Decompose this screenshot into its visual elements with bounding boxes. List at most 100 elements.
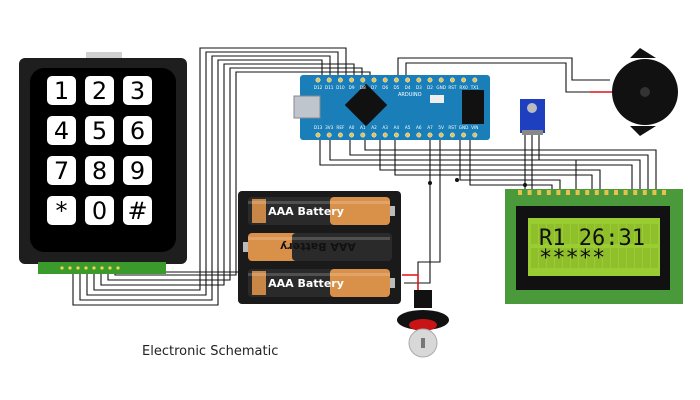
buzzer-mount-bottom: [630, 126, 656, 136]
lcd-cell: [627, 248, 634, 268]
arduino-pin: [393, 132, 399, 138]
arduino-pin: [449, 132, 455, 138]
battery-label: AAA Battery: [280, 240, 356, 253]
arduino-pin-label: 3V3: [325, 125, 334, 130]
arduino-pin: [449, 77, 455, 83]
arduino-pin-label: 5V: [438, 125, 444, 130]
lcd-line-1: R1 26:31: [539, 226, 645, 251]
arduino-pin: [438, 77, 444, 83]
lcd-cell: [571, 224, 578, 244]
lcd-cell: [611, 248, 618, 268]
lcd-cell: [611, 224, 618, 244]
buzzer: [612, 48, 678, 136]
arduino-pin: [461, 132, 467, 138]
switch-body: [414, 290, 432, 308]
arduino-pin-label: A0: [349, 125, 355, 130]
usb-port: [293, 95, 321, 119]
keypad-key[interactable]: [85, 116, 114, 145]
keypad-key-label: 3: [130, 77, 145, 105]
keypad-key[interactable]: [85, 196, 114, 225]
lcd-pin: [546, 190, 551, 195]
lcd-pin: [623, 190, 628, 195]
arduino-pin-label: A5: [405, 125, 411, 130]
lcd-cell: [619, 224, 626, 244]
arduino-pin: [360, 132, 366, 138]
lcd-pin: [614, 190, 618, 195]
lcd-cell: [651, 224, 658, 244]
pot-knob: [527, 103, 537, 113]
keypad-key[interactable]: [47, 76, 76, 105]
lcd-cell: [603, 224, 610, 244]
keypad-pin: [60, 266, 64, 270]
arduino-board: [300, 75, 490, 140]
arduino-pin: [360, 77, 366, 83]
lcd-cell: [651, 248, 658, 268]
keypad-key[interactable]: [123, 76, 152, 105]
arduino-pin: [427, 132, 433, 138]
arduino-pin: [382, 77, 388, 83]
arduino-pin: [326, 132, 332, 138]
arduino-pin-label: A6: [416, 125, 422, 130]
keypad-key-label: 5: [92, 117, 107, 145]
keypad-key-label: 1: [54, 77, 69, 105]
arduino-pin: [337, 132, 343, 138]
lcd-pin: [556, 190, 561, 195]
keypad-pin: [92, 266, 96, 270]
lcd-cell: [531, 248, 538, 268]
lcd-pin: [633, 190, 638, 195]
arduino-pin: [349, 77, 355, 83]
arduino-pin-label: RST: [448, 85, 457, 90]
lcd-cell: [643, 224, 650, 244]
battery-lead-red: [402, 274, 419, 292]
arduino-pin-label: RST: [448, 125, 457, 130]
lcd-cell: [603, 248, 610, 268]
keypad-key[interactable]: [47, 156, 76, 185]
pot-pins: [522, 130, 543, 135]
lcd-cell: [539, 248, 546, 268]
arduino-pin-label: A7: [427, 125, 433, 130]
lcd-cell: [547, 248, 554, 268]
battery-label: AAA Battery: [268, 277, 344, 290]
lcd-pin: [652, 190, 657, 195]
lcd-cell: [635, 248, 642, 268]
lcd-pin: [575, 190, 580, 195]
keypad-pin: [100, 266, 104, 270]
lcd-cell: [627, 224, 634, 244]
arduino-pin-label: D9: [349, 85, 355, 90]
keypad-key[interactable]: [47, 196, 76, 225]
arduino-pin-label: TX1: [470, 85, 479, 90]
lcd-cell: [547, 224, 554, 244]
keypad-key[interactable]: [85, 156, 114, 185]
lcd-cell: [579, 248, 586, 268]
keypad-key[interactable]: [123, 116, 152, 145]
keypad-key-label: 4: [54, 117, 69, 145]
board-chip-label: ARDUINO: [398, 92, 422, 98]
keypad-key-label: 2: [92, 77, 107, 105]
keypad-key-label: #: [127, 197, 147, 225]
arduino-pin: [315, 77, 321, 83]
keypad-key[interactable]: [85, 76, 114, 105]
lcd-pin: [585, 190, 590, 195]
lcd-cell: [571, 248, 578, 268]
arduino-pin: [416, 77, 422, 83]
arduino-pin: [472, 77, 478, 83]
lcd-line-2: *****: [539, 246, 605, 271]
arduino-pin-label: VIN: [471, 125, 478, 130]
lcd-cell: [555, 224, 562, 244]
arduino-pin-label: D10: [336, 85, 345, 90]
arduino-pin: [326, 77, 332, 83]
arduino-pin: [438, 132, 444, 138]
keypad-key[interactable]: [123, 156, 152, 185]
keypad-pin: [108, 266, 112, 270]
keypad-key[interactable]: [47, 116, 76, 145]
wiring: [72, 47, 657, 306]
arduino-pin-label: D4: [405, 85, 411, 90]
lcd-cell: [595, 248, 602, 268]
reset-button: [430, 95, 444, 103]
keypad-key[interactable]: [123, 196, 152, 225]
keypad-key-label: 6: [130, 117, 145, 145]
arduino-pin: [405, 132, 411, 138]
keypad-key-label: 7: [54, 157, 69, 185]
